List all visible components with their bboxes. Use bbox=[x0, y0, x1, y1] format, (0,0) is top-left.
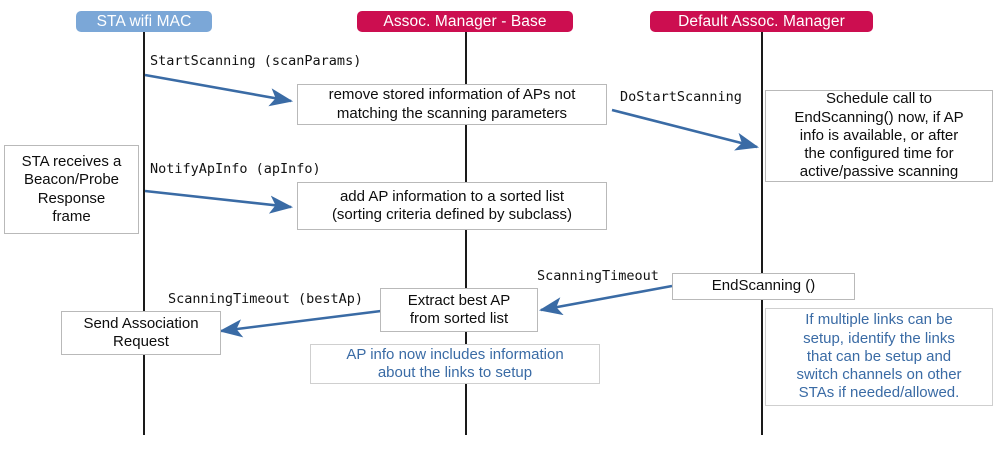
box-line: Request bbox=[113, 333, 169, 350]
message-label-do-start-scanning: DoStartScanning bbox=[620, 89, 742, 105]
arrow-scanning-timeout-best-ap bbox=[218, 309, 382, 338]
message-label-scanning-timeout-best-ap: ScanningTimeout (bestAp) bbox=[168, 291, 364, 307]
message-label-start-scanning: StartScanning (scanParams) bbox=[150, 53, 362, 69]
activity-box-schedule-end-scanning[interactable]: Schedule call to EndScanning() now, if A… bbox=[765, 90, 993, 182]
box-line: Response bbox=[37, 189, 106, 207]
box-line: from sorted list bbox=[409, 310, 509, 327]
box-line: Extract best AP bbox=[407, 291, 511, 309]
lifeline-header-sta-label: STA wifi MAC bbox=[96, 12, 192, 30]
box-line: add AP information to a sorted list bbox=[339, 187, 564, 205]
box-line: active/passive scanning bbox=[799, 163, 959, 181]
message-text: ScanningTimeout (bestAp) bbox=[168, 291, 364, 307]
note-box-ap-info-links[interactable]: AP info now includes information about t… bbox=[310, 344, 600, 384]
box-line: EndScanning () bbox=[711, 277, 816, 295]
box-line: Beacon/Probe bbox=[23, 171, 120, 189]
note-line: about the links to setup bbox=[377, 364, 533, 381]
activity-box-add-ap-information[interactable]: add AP information to a sorted list (sor… bbox=[297, 182, 607, 230]
note-line: STAs if needed/allowed. bbox=[798, 384, 960, 402]
arrow-do-start-scanning bbox=[611, 108, 760, 151]
message-text: NotifyApInfo (apInfo) bbox=[150, 161, 321, 177]
note-line: switch channels on other bbox=[796, 366, 962, 384]
box-line: info is available, or after bbox=[799, 126, 959, 144]
arrow-start-scanning bbox=[144, 73, 294, 107]
message-label-notify-ap-info: NotifyApInfo (apInfo) bbox=[150, 161, 321, 177]
activity-box-send-association-request[interactable]: Send Association Request bbox=[61, 311, 221, 355]
note-line: AP info now includes information bbox=[346, 345, 564, 363]
message-text: StartScanning (scanParams) bbox=[150, 53, 362, 69]
lifeline-line-sta bbox=[143, 30, 145, 435]
box-line: matching the scanning parameters bbox=[336, 104, 568, 122]
box-line: frame bbox=[52, 207, 91, 225]
message-text: ScanningTimeout bbox=[537, 268, 659, 284]
lifeline-header-sta[interactable]: STA wifi MAC bbox=[76, 11, 212, 32]
activity-box-sta-receives-frame[interactable]: STA receives a Beacon/Probe Response fra… bbox=[4, 145, 139, 234]
box-line: remove stored information of APs not bbox=[328, 86, 576, 104]
activity-box-end-scanning[interactable]: EndScanning () bbox=[672, 273, 855, 300]
lifeline-line-assoc-base bbox=[465, 30, 467, 435]
box-line: Send Association bbox=[83, 314, 199, 332]
message-label-scanning-timeout: ScanningTimeout bbox=[537, 268, 659, 284]
activity-box-remove-stored-info[interactable]: remove stored information of APs not mat… bbox=[297, 84, 607, 125]
lifeline-header-assoc-base-label: Assoc. Manager - Base bbox=[383, 12, 547, 30]
lifeline-header-assoc-default[interactable]: Default Assoc. Manager bbox=[650, 11, 873, 32]
note-box-multiple-links[interactable]: If multiple links can be setup, identify… bbox=[765, 308, 993, 406]
box-line: STA receives a bbox=[21, 152, 122, 170]
lifeline-header-assoc-default-label: Default Assoc. Manager bbox=[678, 12, 845, 30]
lifeline-line-assoc-default bbox=[761, 30, 763, 435]
arrow-notify-ap-info bbox=[144, 189, 294, 214]
box-line: Schedule call to bbox=[826, 90, 932, 108]
note-line: setup, identify the links bbox=[803, 329, 955, 347]
box-line: EndScanning() now, if AP bbox=[794, 108, 964, 126]
lifeline-header-assoc-base[interactable]: Assoc. Manager - Base bbox=[357, 11, 573, 32]
message-text: DoStartScanning bbox=[620, 89, 742, 105]
arrow-scanning-timeout bbox=[538, 284, 673, 316]
note-line: If multiple links can be bbox=[805, 311, 953, 329]
activity-box-extract-best-ap[interactable]: Extract best AP from sorted list bbox=[380, 288, 538, 332]
box-line: the configured time for bbox=[804, 145, 954, 163]
note-line: that can be setup and bbox=[806, 347, 952, 365]
box-line: (sorting criteria defined by subclass) bbox=[331, 206, 573, 223]
